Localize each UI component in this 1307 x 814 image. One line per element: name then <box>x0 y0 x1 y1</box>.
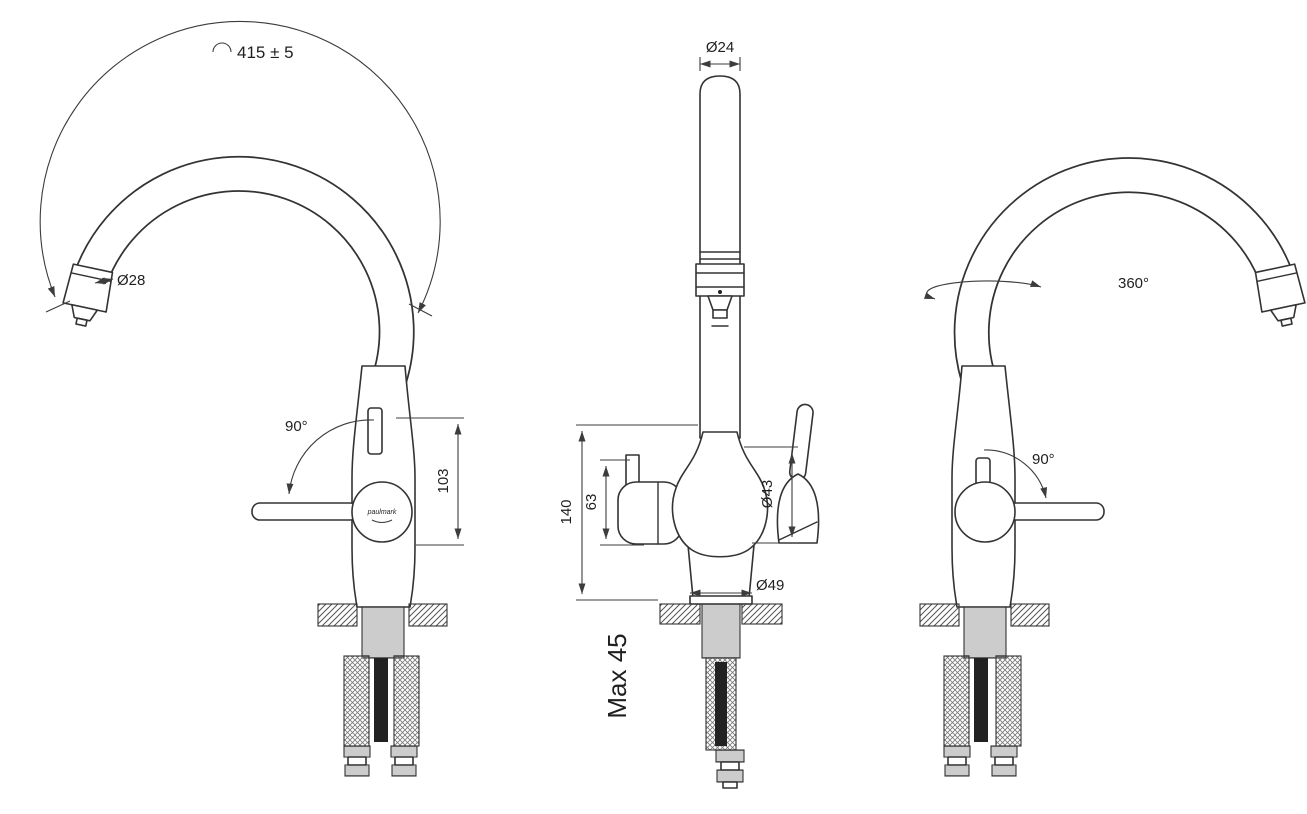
arc-length-symbol <box>212 42 232 53</box>
right-pullout-head <box>1254 263 1306 327</box>
right-spout-tube <box>953 157 1296 389</box>
left-filter-lever-stub <box>367 407 383 455</box>
extension-lines <box>396 417 464 546</box>
front-mounting-stud <box>715 662 727 746</box>
swivel-ellipse-arrow <box>923 280 1042 300</box>
right-braided-hose <box>995 655 1022 747</box>
extension-lines <box>744 446 798 544</box>
front-handle-lever <box>788 403 814 481</box>
right-countertop-section <box>919 603 960 627</box>
front-handle-dome <box>776 473 820 544</box>
dim-body-diameter-label: Ø43 <box>759 480 776 508</box>
dim-handle-height-label: 103 <box>435 468 452 493</box>
spout-arc-dimension-line <box>39 20 441 314</box>
front-spout-tube <box>699 75 741 439</box>
dim-spout-diameter-label: Ø24 <box>706 39 734 56</box>
front-countertop-section <box>659 603 701 625</box>
dimension-tick <box>408 303 433 317</box>
left-threaded-shank <box>361 606 405 659</box>
right-mounting-stud <box>974 658 988 742</box>
right-handle <box>954 481 1105 543</box>
right-handle-hub <box>954 481 1016 543</box>
right-mounting-hardware <box>919 603 1050 777</box>
extension-lines <box>600 459 644 546</box>
left-mounting-hardware <box>317 603 448 777</box>
dim-swivel-label: 360° <box>1118 275 1149 292</box>
left-pullout-head <box>62 263 114 327</box>
max-counter-thickness-label: Max 45 <box>602 633 632 718</box>
brand-logo: paulmark <box>367 509 397 516</box>
front-handle-cap-edge <box>778 521 818 541</box>
right-dimensions: 360° 90° <box>923 275 1149 499</box>
front-hose-fitting <box>715 749 745 789</box>
extension-lines <box>576 424 698 601</box>
front-countertop-section <box>741 603 783 625</box>
left-handle: paulmark <box>251 481 413 543</box>
front-dimensions: Ø24 140 63 Ø43 Ø49 Max 45 <box>558 39 798 719</box>
brand-logo-swash <box>371 519 393 524</box>
left-handle-hub <box>351 481 413 543</box>
right-view: 360° 90° <box>919 157 1306 777</box>
front-body <box>671 431 769 558</box>
front-mounting-hardware <box>659 595 783 789</box>
right-threaded-shank <box>963 606 1007 659</box>
front-base-flange <box>689 595 753 605</box>
dim-filter-lever-height-label: 63 <box>583 494 600 511</box>
front-threaded-shank <box>701 603 741 659</box>
handle-rotation-arc <box>286 419 375 495</box>
left-handle-lever <box>251 502 359 521</box>
right-handle-lever <box>1007 502 1105 521</box>
left-braided-hose <box>393 655 420 747</box>
left-dimensions: 415 ± 5 Ø28 90° 103 <box>39 20 464 546</box>
right-braided-hose <box>943 655 970 747</box>
dim-base-diameter-label: Ø49 <box>756 577 784 594</box>
dim-handle-rotation-label: 90° <box>1032 451 1055 468</box>
left-hose-fittings <box>343 745 418 777</box>
left-braided-hose <box>343 655 370 747</box>
front-tube-joint-lines <box>699 251 741 260</box>
dim-handle-rotation-label: 90° <box>285 418 308 435</box>
left-view: paulmark 415 ± 5 Ø28 90° 103 <box>39 20 464 777</box>
right-countertop-section <box>1010 603 1050 627</box>
dim-head-diameter-label: Ø28 <box>117 272 145 289</box>
dim-spout-arc-label: 415 ± 5 <box>237 43 294 62</box>
handle-rotation-arc <box>983 449 1048 499</box>
right-hose-fittings <box>943 745 1018 777</box>
dim-height-label: 140 <box>558 499 575 524</box>
front-pullout-head <box>695 263 745 327</box>
head-diameter-arrow <box>94 277 114 285</box>
dimension-tick <box>45 300 71 313</box>
left-countertop-section <box>408 603 448 627</box>
left-countertop-section <box>317 603 358 627</box>
front-view: Ø24 140 63 Ø43 Ø49 Max 45 <box>558 39 820 789</box>
left-mounting-stud <box>374 658 388 742</box>
front-handle <box>776 403 820 544</box>
